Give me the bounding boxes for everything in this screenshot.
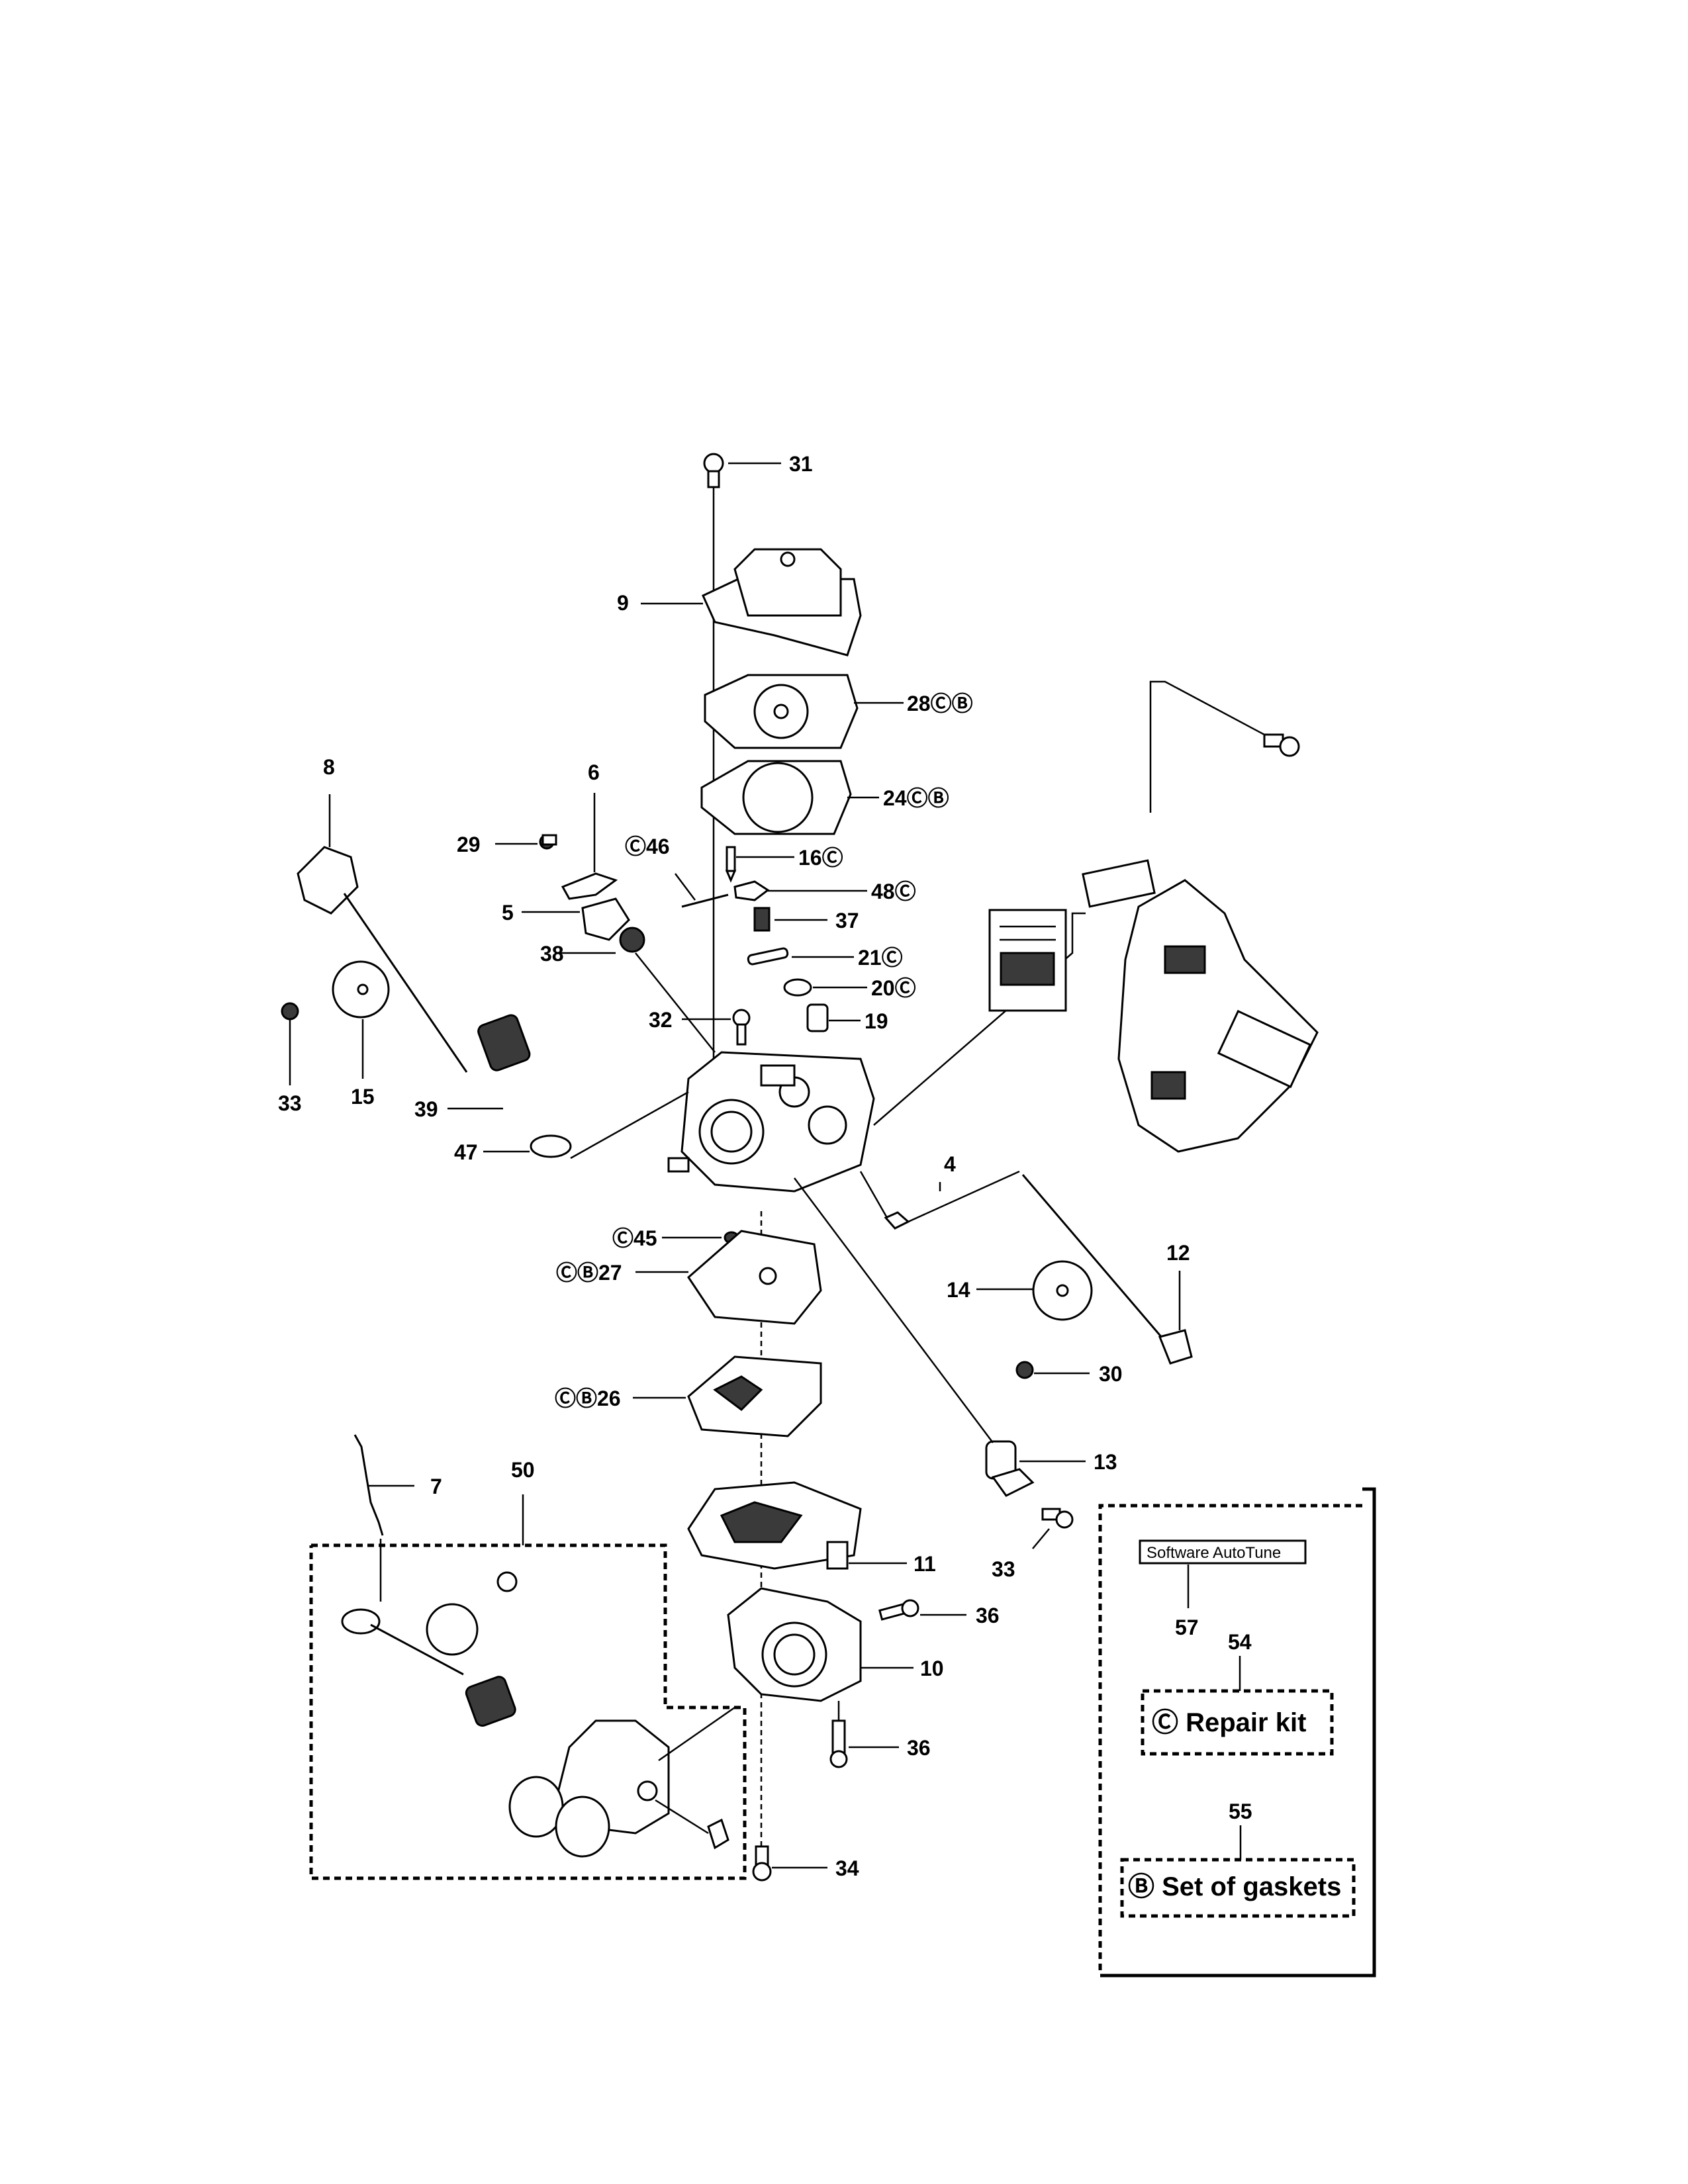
callout-15: 15 [351,1085,375,1109]
callout-30: 30 [1099,1362,1123,1386]
repair-kit-label: Ⓒ Repair kit [1152,1708,1306,1737]
callout-34: 34 [835,1856,859,1880]
part-11-metering-cover [687,1481,862,1570]
callout-14: 14 [947,1278,970,1302]
callout-50: 50 [511,1458,535,1482]
module-connector-line [873,912,1086,1126]
callout-26: ⒸⒷ26 [555,1387,621,1410]
kit-box-solid-edge [1100,1487,1376,1978]
callout-27: ⒸⒷ27 [556,1261,622,1285]
kit-box-dashed-edge [1098,1504,1362,1972]
part-8-throttle-shaft [297,846,468,1073]
callout-33-right: 33 [992,1557,1015,1581]
part-48-control-lever [733,880,770,901]
part-39-return-spring [477,1014,531,1071]
callout-6: 6 [588,760,600,784]
callout-8: 8 [323,755,335,779]
part-5-throttle-lever [581,897,630,941]
software-autotune-badge [1139,1539,1307,1565]
part-16-inlet-needle [725,846,737,883]
callout-37: 37 [835,909,859,933]
part-34-screw [752,1845,772,1882]
part-24-pump-gasket [700,760,852,835]
part-31-screw [703,453,724,488]
callout-57: 57 [1175,1615,1199,1639]
module-screw [1263,733,1300,757]
part-50-assembly-box [309,1543,747,1880]
callout-10: 10 [920,1657,944,1680]
software-autotune-label: Software AutoTune [1147,1544,1281,1562]
callout-48: 48Ⓒ [871,880,916,903]
part-10-pump-housing [727,1587,862,1702]
callout-36-lower: 36 [907,1736,931,1760]
part-33-screw-right [1041,1508,1074,1529]
callout-12: 12 [1166,1241,1190,1265]
callout-36-upper: 36 [976,1604,1000,1627]
part-4-clip [884,1211,910,1230]
part-13-adjuster [985,1440,1035,1497]
module-screw-line [1149,680,1265,813]
callout-39: 39 [414,1097,438,1121]
part-26-gasket [687,1355,822,1437]
callout-16: 16Ⓒ [798,846,843,870]
control-module [1082,859,1319,1153]
part-32-screw [732,1009,751,1046]
repair-kit-box [1141,1689,1334,1756]
callout-47: 47 [454,1140,478,1164]
callout-31: 31 [789,452,813,476]
callout-38: 38 [540,942,564,966]
part-6-lever [561,872,618,900]
part-20-cap [783,978,812,997]
callout-11: 11 [914,1552,936,1576]
callout-20: 20Ⓒ [871,976,916,1000]
callout-9: 9 [617,591,629,615]
part-47-spring-retainer [530,1134,572,1158]
part-38-torsion-spring [619,927,645,953]
callout-28: 28ⒸⒷ [907,692,973,715]
part-33-screw-left [281,1002,299,1021]
part-36-screw-upper [878,1599,919,1621]
callout-54: 54 [1228,1630,1252,1654]
callout-55: 55 [1229,1799,1252,1823]
part-46-lever-pin [681,893,729,908]
gasket-set-box [1120,1858,1356,1918]
part-36-screw-lower [829,1719,848,1768]
callout-46: Ⓒ46 [625,835,670,858]
part-28-pump-diaphragm [704,674,859,749]
part-29-screw [539,834,557,850]
part-9-pump-cover [702,548,862,657]
gasket-set-label: Ⓑ Set of gaskets [1128,1872,1341,1901]
callout-24: 24ⒸⒷ [883,786,949,810]
part-12-choke-shaft [1021,1174,1193,1365]
callout-21: 21Ⓒ [858,946,903,970]
decal-label [988,909,1067,1012]
part-21-lever-axle [747,947,789,966]
part-30-screw [1015,1361,1034,1379]
callout-7: 7 [430,1475,442,1498]
callout-29: 29 [457,833,481,856]
part-50-sub-assembly [341,1571,729,1858]
callout-33-left: 33 [278,1091,302,1115]
callout-5: 5 [502,901,514,925]
callout-19: 19 [865,1009,888,1033]
callout-45: Ⓒ45 [612,1226,657,1250]
carburetor-body [667,1051,875,1193]
callout-4: 4 [944,1152,956,1176]
part-27-metering-diaphragm [687,1230,822,1325]
part-15-throttle-valve [332,960,390,1019]
part-14-choke-valve [1032,1260,1093,1321]
callout-13: 13 [1094,1450,1117,1474]
part-37-lever-spring [753,907,771,932]
callout-32: 32 [649,1008,673,1032]
part-19-fuel-fitting [806,1003,829,1032]
